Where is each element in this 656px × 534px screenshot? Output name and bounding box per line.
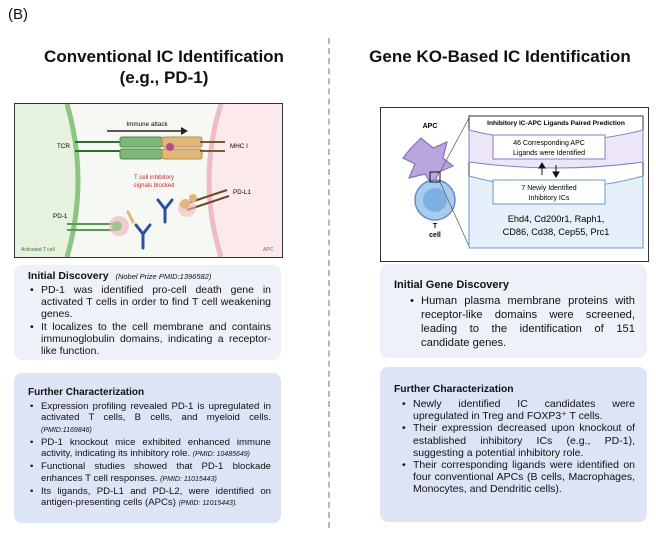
right-title: Gene KO-Based IC Identification xyxy=(369,47,631,66)
ligand-box-line1: 46 Corresponding APC xyxy=(513,140,585,147)
bullet-text: PD-1 knockout mice exhibited enhanced im… xyxy=(41,436,271,460)
left-title-line2: (e.g., PD-1) xyxy=(119,68,209,87)
apc-region xyxy=(209,104,282,257)
pdl1-label: PD-L1 xyxy=(233,189,251,196)
ligand-box-line2: Ligands were Identified xyxy=(513,150,585,157)
gene-list-line1: Ehd4, Cd200r1, Raph1, xyxy=(508,214,605,224)
blocked-label-1: T cell inhibitory xyxy=(134,175,174,181)
gene-ko-svg: APC T cell Inhibitory IC-APC Ligands Pai… xyxy=(381,108,648,261)
t-cell-icon xyxy=(414,179,456,221)
mhc-label: MHC I xyxy=(230,143,248,150)
activated-t-cell-label: Activated T cell xyxy=(21,247,55,253)
further-bullet: Expression profiling revealed PD-1 is up… xyxy=(28,401,271,436)
initial-gene-bullet: Human plasma membrane proteins with rece… xyxy=(408,294,635,350)
t-cell-label-2: cell xyxy=(429,232,441,239)
initial-discovery-note: (Nobel Prize PMID:1396582) xyxy=(115,272,212,281)
t-cell-membrane xyxy=(64,104,81,257)
further-bullet: PD-1 knockout mice exhibited enhanced im… xyxy=(28,437,271,461)
immune-attack-label: Immune attack xyxy=(126,121,168,128)
further-bullet: Newly identified IC candidates were upre… xyxy=(400,398,635,422)
tcr-mhc-complex xyxy=(75,136,225,160)
initial-gene-discovery-card: Initial Gene Discovery Human plasma memb… xyxy=(380,264,647,358)
bullet-text: Functional studies showed that PD-1 bloc… xyxy=(41,461,271,484)
gene-list-line2: CD86, Cd38, Cep55, Prc1 xyxy=(503,227,610,237)
prediction-title: Inhibitory IC-APC Ligands Paired Predict… xyxy=(487,120,625,127)
pd1-label: PD-1 xyxy=(53,213,68,220)
initial-discovery-card: Initial Discovery (Nobel Prize PMID:1396… xyxy=(14,265,281,360)
further-bullet: Functional studies showed that PD-1 bloc… xyxy=(28,461,271,485)
bidirectional-arrows xyxy=(538,162,560,178)
blocked-label-2: signals blocked xyxy=(133,183,174,189)
left-title: Conventional IC Identification (e.g., PD… xyxy=(14,46,314,88)
antibodies xyxy=(126,198,174,250)
ligand-box xyxy=(492,134,606,160)
bullet-pmid: (PMID: 11015443) xyxy=(160,475,217,483)
further-characterization-card-right: Further Characterization Newly identifie… xyxy=(380,367,647,522)
pdl1-receptor xyxy=(178,189,230,217)
initial-discovery-title: Initial Discovery xyxy=(28,270,109,282)
initial-discovery-heading: Initial Discovery (Nobel Prize PMID:1396… xyxy=(28,270,271,282)
column-divider xyxy=(328,38,330,528)
ic-box-line2: Inhibitory ICs xyxy=(529,195,570,202)
further-bullet: Their corresponding ligands were identif… xyxy=(400,459,635,496)
apc-label: APC xyxy=(423,123,438,130)
ic-box xyxy=(492,179,606,205)
panel-label: (B) xyxy=(8,6,28,23)
initial-bullet: It localizes to the cell membrane and co… xyxy=(28,321,271,358)
ic-box-line1: 7 Newly Identified xyxy=(521,185,576,192)
left-title-line1: Conventional IC Identification xyxy=(44,47,284,66)
further-heading-right: Further Characterization xyxy=(394,384,514,395)
further-bullet: Their expression decreased upon knockout… xyxy=(400,422,635,459)
bullet-pmid: (PMID:1169846) xyxy=(41,426,92,434)
further-heading-left: Further Characterization xyxy=(28,387,145,398)
pd1-svg: Immune attack TCR MHC I T cell inhibitor… xyxy=(15,104,282,257)
pd1-receptor xyxy=(67,216,129,236)
zoom-box xyxy=(429,171,441,183)
bullet-text: Its ligands, PD-L1 and PD-L2, were ident… xyxy=(41,486,271,509)
bullet-pmid: (PMID: 10485649) xyxy=(192,451,250,459)
apc-label: APC xyxy=(263,247,274,253)
t-cell-region xyxy=(15,104,78,257)
bullet-text: Expression profiling revealed PD-1 is up… xyxy=(41,401,271,424)
pd1-illustration: Immune attack TCR MHC I T cell inhibitor… xyxy=(14,103,283,258)
apc-membrane xyxy=(206,104,224,257)
t-cell-label-1: T xyxy=(433,223,438,230)
further-characterization-card-left: Further Characterization Expression prof… xyxy=(14,373,281,523)
bullet-pmid: (PMID: 11015443). xyxy=(178,500,238,508)
initial-bullet: PD-1 was identified pro-cell death gene … xyxy=(28,284,271,321)
tcr-label: TCR xyxy=(57,143,70,150)
gene-ko-illustration: APC T cell Inhibitory IC-APC Ligands Pai… xyxy=(380,107,649,262)
further-bullet: Its ligands, PD-L1 and PD-L2, were ident… xyxy=(28,486,271,510)
initial-gene-discovery-heading: Initial Gene Discovery xyxy=(394,279,509,291)
